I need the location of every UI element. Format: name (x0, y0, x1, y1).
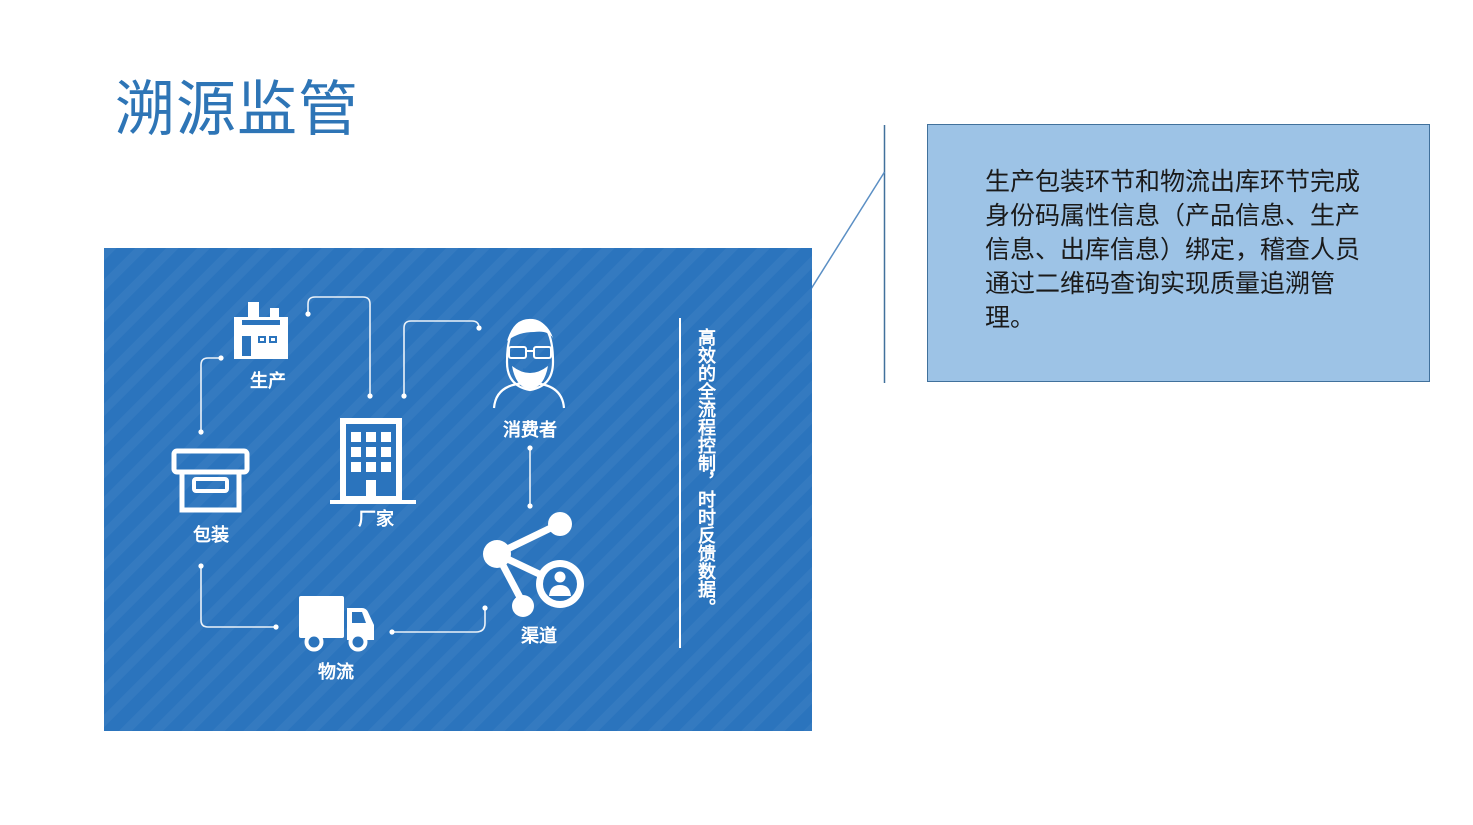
office-building-icon (330, 418, 416, 504)
node-label-channel: 渠道 (521, 626, 557, 647)
page-title: 溯源监管 (115, 75, 359, 145)
flow-connectors (171, 296, 584, 652)
node-label-logistics: 物流 (318, 662, 354, 683)
traceability-diagram: 生产 厂家 消费者 包装 物流 渠道 高效的全流程控制，时时反馈数据。 (104, 248, 812, 731)
info-callout-text: 生产包装环节和物流出库环节完成身份码属性信息（产品信息、生产信息、出库信息）绑定… (985, 167, 1361, 332)
connector-logistics-channel (392, 608, 486, 633)
node-label-packaging: 包装 (193, 525, 229, 546)
vertical-caption: 高效的全流程控制，时时反馈数据。 (695, 328, 716, 616)
node-label-production: 生产 (250, 371, 286, 392)
truck-icon (299, 596, 374, 652)
node-label-manufacturer: 厂家 (358, 509, 394, 530)
share-network-icon (483, 512, 584, 617)
consumer-avatar-icon (492, 318, 566, 409)
info-callout-box: 生产包装环节和物流出库环节完成身份码属性信息（产品信息、生产信息、出库信息）绑定… (927, 124, 1430, 382)
box-icon (171, 448, 250, 513)
connector-manufacturer-consumer (403, 320, 480, 396)
connector-production-packaging (200, 357, 221, 432)
connector-production-manufacturer (307, 296, 371, 396)
node-label-consumer: 消费者 (503, 420, 557, 441)
connector-packaging-logistics (200, 566, 276, 628)
factory-icon (234, 302, 288, 359)
caption-divider (679, 318, 681, 648)
